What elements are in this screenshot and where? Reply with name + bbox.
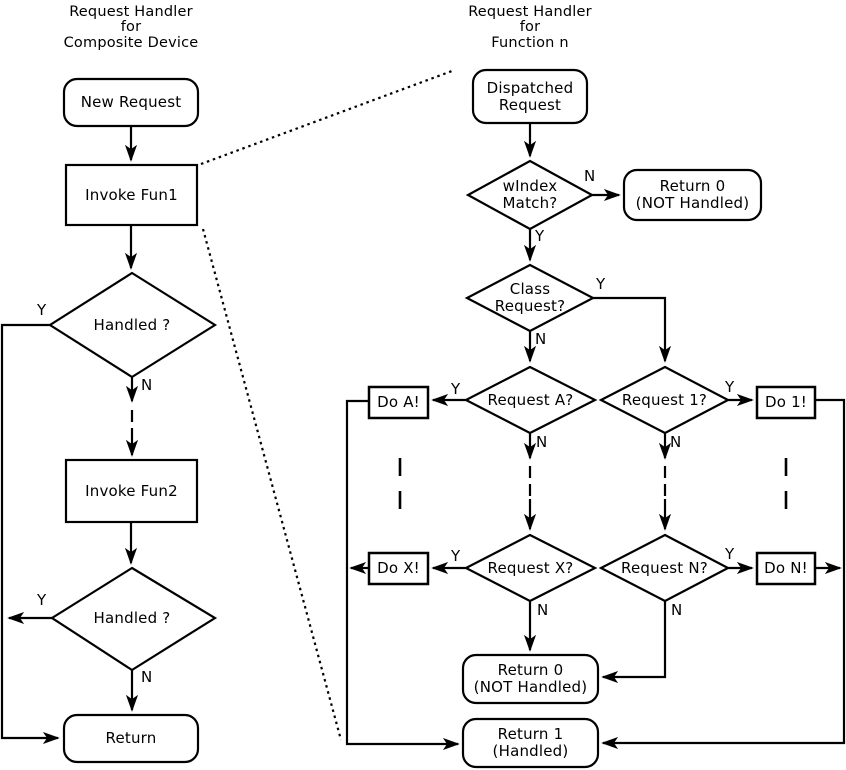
left-diagram [0, 69, 453, 764]
label-class-yes: Y [596, 275, 606, 293]
label-request-n-no: N [671, 601, 683, 619]
node-handled1: Handled ? [93, 315, 171, 334]
node-new-request: New Request [80, 93, 182, 111]
node-return-left: Return [105, 729, 157, 747]
label-request-a-yes: Y [451, 380, 461, 398]
label-request-1-no: N [670, 433, 682, 451]
node-class-request: Class Request? [494, 280, 566, 315]
shape-return1 [461, 717, 600, 769]
node-windex-match: wIndex Match? [502, 177, 558, 212]
node-request-x: Request X? [487, 558, 574, 577]
label-handled2-yes: Y [37, 591, 47, 609]
edge-do-a-to-return1 [345, 399, 460, 751]
shape-do-a [367, 385, 430, 420]
node-do-a: Do A! [377, 393, 420, 411]
node-do-x: Do X! [377, 559, 420, 577]
label-handled1-yes: Y [37, 301, 47, 319]
label-handled2-no: N [141, 668, 153, 686]
node-request-a: Request A? [487, 390, 574, 409]
leader-dotted-bottom [201, 228, 343, 741]
label-request-a-no: N [536, 433, 548, 451]
label-request-n-yes: Y [725, 545, 735, 563]
node-return0-top: Return 0 (NOT Handled) [635, 177, 750, 212]
label-class-no: N [535, 330, 547, 348]
label-windex-no: N [584, 167, 596, 185]
right-diagram [345, 68, 846, 769]
node-handled2: Handled ? [93, 608, 171, 627]
edge-handled1-yes-loop [0, 323, 60, 745]
shape-return0-bottom [461, 653, 600, 705]
node-invoke-fun2: Invoke Fun2 [85, 481, 178, 500]
label-handled1-no: N [141, 376, 153, 394]
node-do-n: Do N! [764, 559, 808, 577]
shape-do-1 [755, 385, 817, 420]
node-return0-bottom: Return 0 (NOT Handled) [473, 661, 588, 696]
node-return1: Return 1 (Handled) [492, 725, 569, 760]
label-request-x-no: N [537, 601, 549, 619]
edge-request-n-no [601, 601, 667, 684]
node-request-n: Request N? [621, 558, 708, 577]
right-diagram-title: Request Handler for Function n [468, 3, 592, 51]
label-request-1-yes: Y [725, 378, 735, 396]
leader-dotted-top [200, 69, 453, 166]
shape-return-left [62, 713, 200, 764]
node-do-1: Do 1! [764, 393, 808, 411]
label-request-x-yes: Y [451, 547, 461, 565]
node-dispatched-request: Dispatched Request [486, 78, 574, 114]
edge-do-1-to-return1 [601, 398, 846, 750]
node-request-1: Request 1? [621, 390, 708, 409]
left-diagram-title: Request Handler for Composite Device [63, 3, 199, 51]
shape-return0-top [622, 168, 763, 222]
node-invoke-fun1: Invoke Fun1 [85, 185, 178, 204]
label-windex-yes: Y [535, 227, 545, 245]
edge-class-yes [593, 296, 672, 363]
